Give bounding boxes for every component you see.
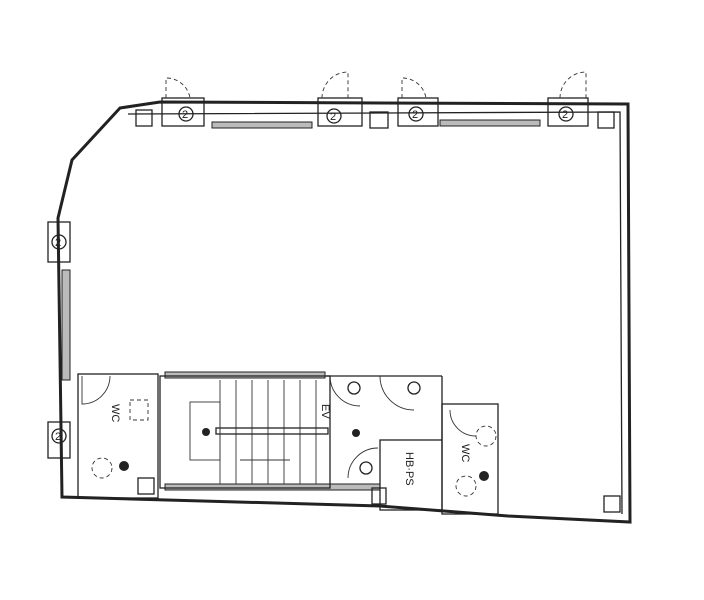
- door-swings: [81, 71, 587, 479]
- window-marker: 2: [55, 237, 61, 249]
- window-marker: 2: [55, 431, 61, 443]
- window-markers: 2 2 2 2 2 2: [51, 106, 574, 444]
- core: [77, 373, 499, 515]
- window-marker: 2: [182, 109, 188, 121]
- outer-walls: [56, 100, 632, 524]
- window-marker: 2: [562, 109, 568, 121]
- wc-left-label: WC: [109, 404, 121, 422]
- window-marker: 2: [330, 111, 336, 123]
- ev-label: EV: [319, 404, 331, 419]
- window-marker: 2: [412, 109, 418, 121]
- staircase: [189, 380, 329, 484]
- wc-right-label: WC: [459, 444, 471, 462]
- window-bays: [47, 97, 621, 513]
- hb-ps-label: HB·PS: [403, 452, 415, 486]
- room-labels: WC WC HB·PS EV: [109, 404, 471, 486]
